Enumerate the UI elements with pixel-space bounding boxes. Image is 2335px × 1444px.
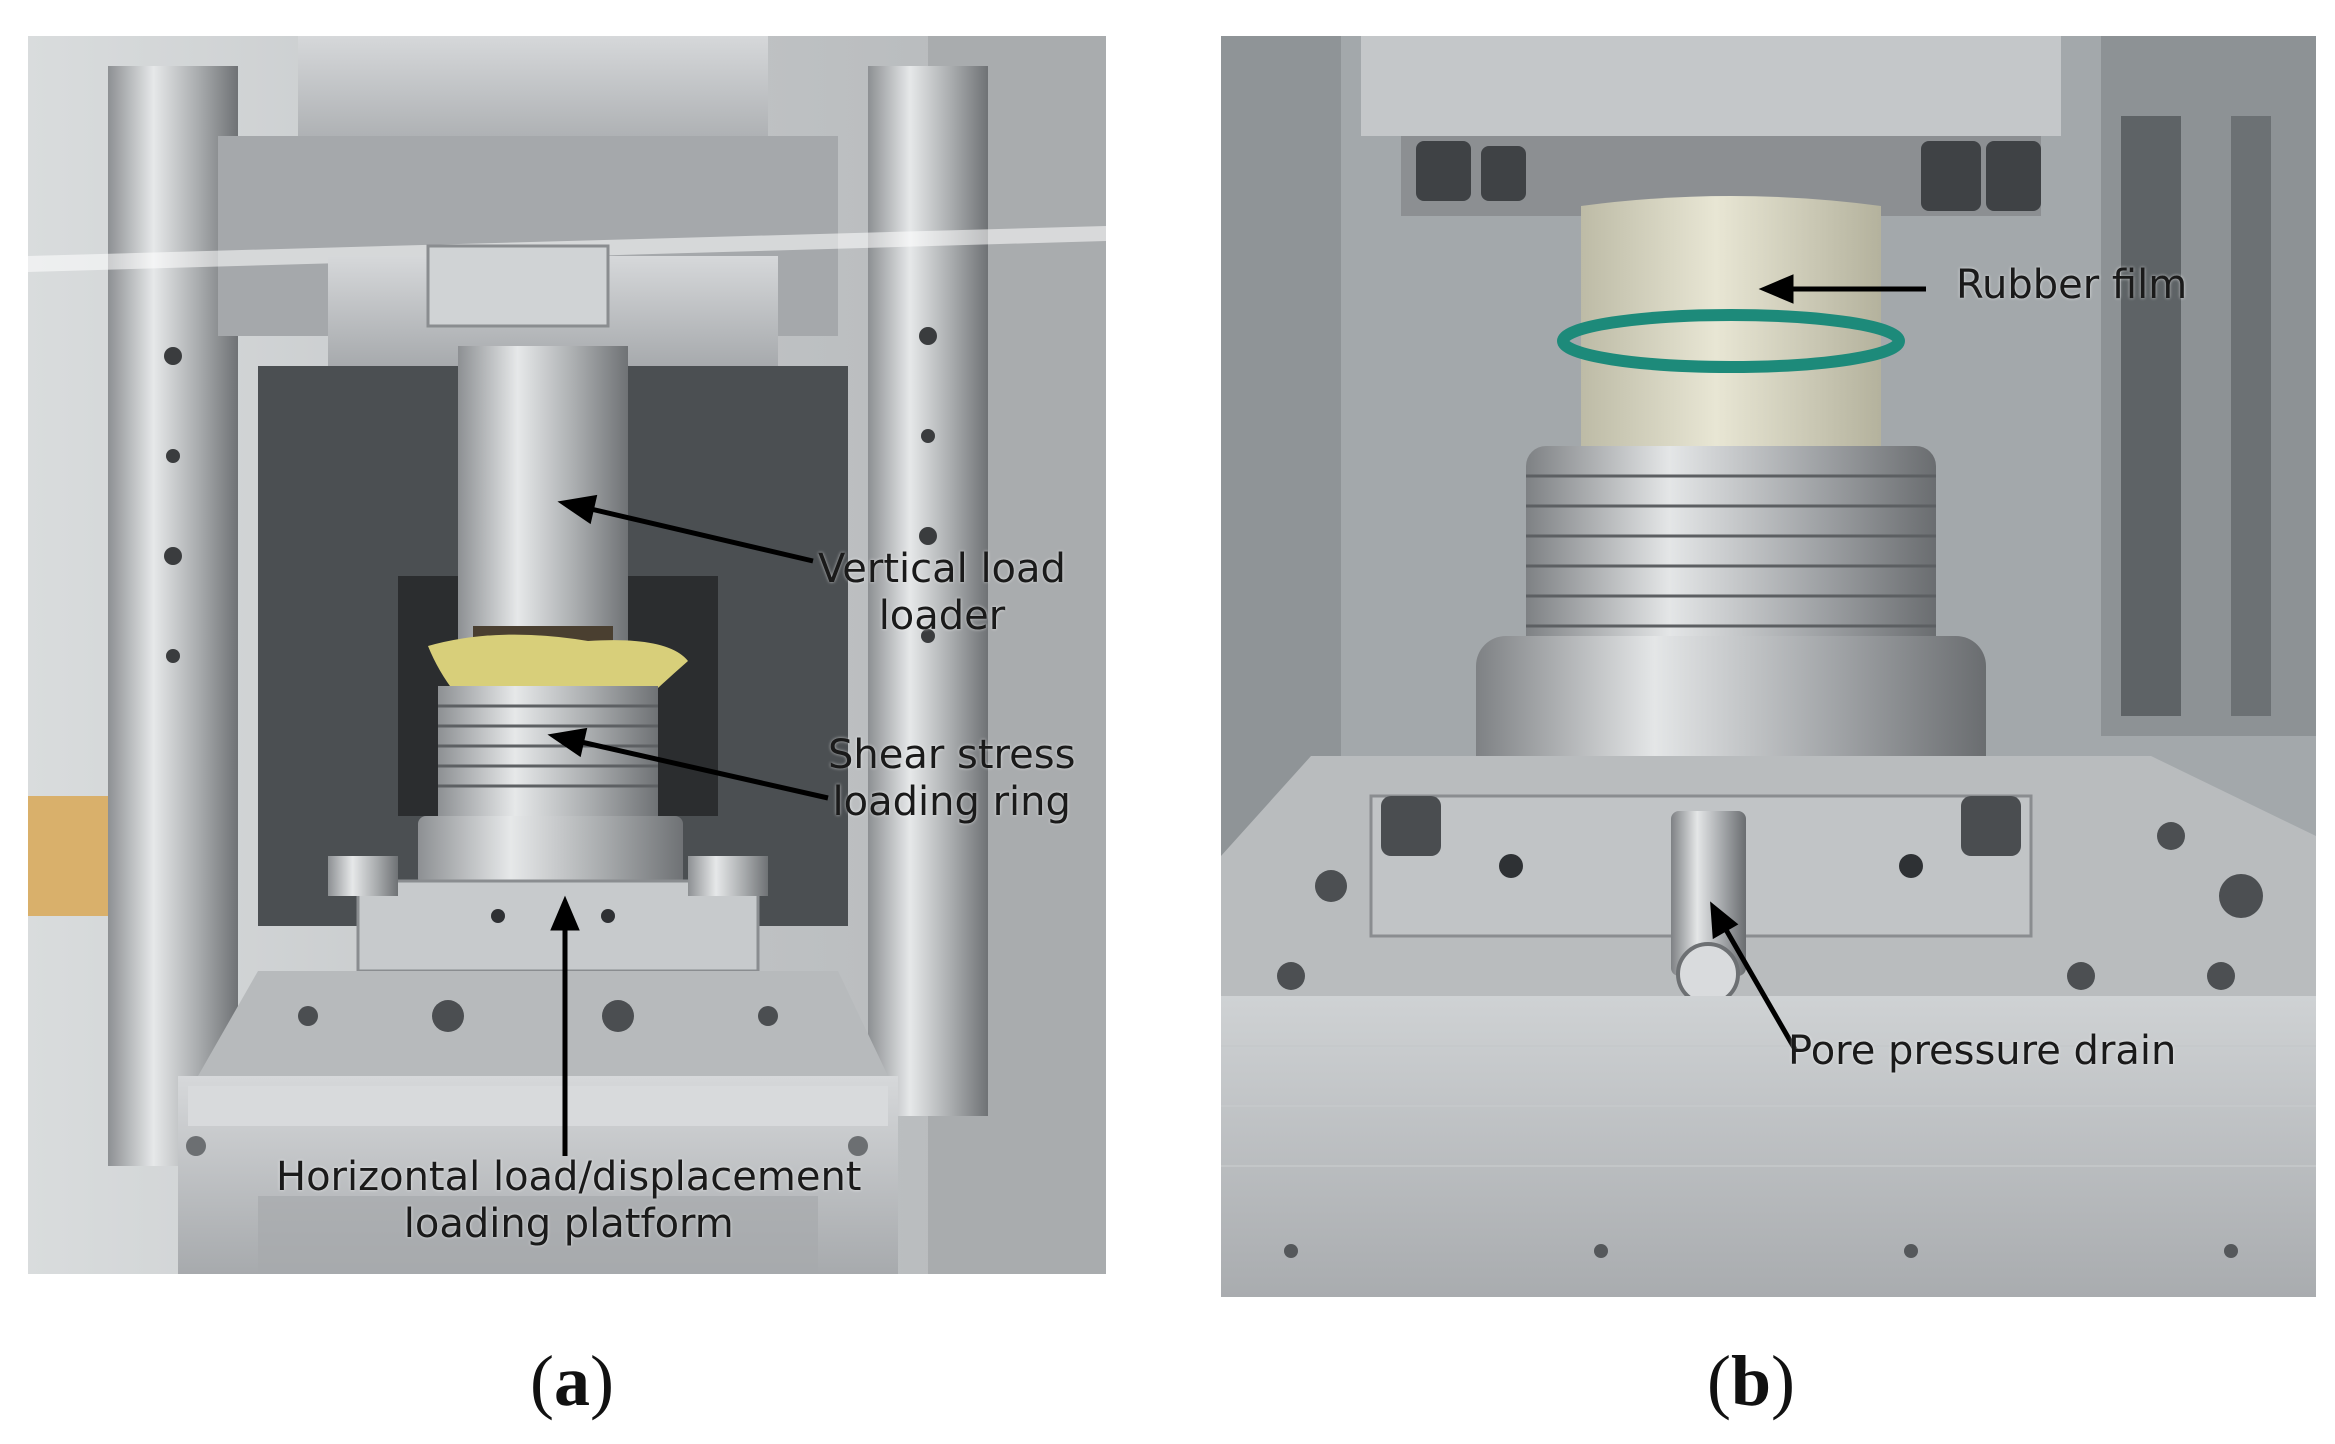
top-block-b	[1361, 36, 2061, 136]
label-vertical-load-line2: loader	[878, 593, 1006, 640]
label-vertical-load-loader: Vertical load loader	[818, 546, 1066, 640]
label-pore-drain-text: Pore pressure drain	[1788, 1028, 2177, 1074]
base-disc	[418, 816, 683, 886]
label-shear-ring-line2: loading ring	[832, 779, 1071, 826]
caption-a-letter: a	[553, 1341, 590, 1421]
caption-b-letter: b	[1730, 1341, 1772, 1421]
label-pore-pressure-drain: Pore pressure drain	[1788, 1028, 2176, 1075]
vertical-load-loader	[458, 346, 628, 646]
label-shear-stress-ring: Shear stress loading ring	[828, 732, 1075, 826]
annotation-arrows-b	[1710, 274, 1926, 1053]
caption-panel-b: (b)	[1707, 1341, 1796, 1421]
base-disc-b	[1476, 636, 1986, 786]
label-vertical-load-line1: Vertical load	[818, 546, 1066, 592]
photo-a-illustration	[28, 36, 1106, 1274]
label-horizontal-platform: Horizontal load/displacement loading pla…	[276, 1154, 862, 1248]
label-rubber-film-text: Rubber film	[1956, 262, 2188, 308]
annotation-arrows-a	[547, 494, 829, 1156]
photo-panel-a: Vertical load loader Shear stress loadin…	[28, 36, 1106, 1274]
photo-b-illustration	[1221, 36, 2316, 1297]
label-shear-ring-line1: Shear stress	[828, 732, 1076, 778]
green-o-ring	[1557, 309, 1905, 373]
label-rubber-film: Rubber film	[1956, 262, 2187, 309]
frame-column-left	[108, 66, 238, 1166]
photo-panel-b: Rubber film Pore pressure drain	[1221, 36, 2316, 1297]
horizontal-loading-platform	[198, 971, 888, 1076]
label-horizontal-line2: loading platform	[403, 1201, 734, 1248]
caption-panel-a: (a)	[530, 1341, 614, 1421]
rubber-film	[1581, 196, 1881, 456]
ring-stack-b	[1526, 446, 1936, 666]
label-horizontal-line1: Horizontal load/displacement	[276, 1154, 862, 1200]
